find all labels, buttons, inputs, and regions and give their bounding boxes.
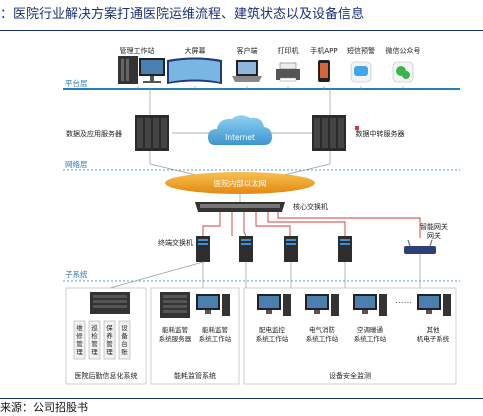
source-note: 来源：公司招股书 xyxy=(0,401,88,414)
smart-gateway-label: 智能网关 xyxy=(420,222,448,231)
smart-gateway-label: 网关 xyxy=(427,231,441,240)
energy-item-server: 系统服务器 xyxy=(159,334,192,343)
energy-item-workstation: 能耗监管 xyxy=(202,325,229,334)
safety-system-label: 设备安全监测 xyxy=(329,371,371,380)
hospital-lan-label: 医院内部以太网 xyxy=(214,178,267,188)
title-divider xyxy=(0,30,483,31)
logistics-item: 巡检管理 xyxy=(91,323,98,356)
safety-item: 系统工作站 xyxy=(354,334,387,343)
terminal-label: 管理工作站 xyxy=(120,46,155,55)
smart-gateway: 智能网关 网关 xyxy=(404,222,448,254)
platform-layer-band: 平台层 xyxy=(63,78,460,90)
subsystem-layer-label: 子系统 xyxy=(65,269,88,279)
terminal-sms-alert: 短信预警 xyxy=(347,46,375,83)
terminal-switch xyxy=(196,236,210,262)
data-relay-server-label: 数据中转服务器 xyxy=(356,129,405,138)
energy-item-workstation: 系统工作站 xyxy=(199,334,232,343)
internet-label: Internet xyxy=(225,133,255,142)
energy-workstation xyxy=(196,294,230,316)
data-app-server: 数据及应用服务器 xyxy=(66,115,169,151)
energy-server xyxy=(160,292,190,318)
terminal-switch-label: 终端交换机 xyxy=(158,238,193,247)
logistics-item: 维修管理 xyxy=(76,323,83,356)
terminal-connectors xyxy=(137,86,404,89)
safety-workstation xyxy=(353,294,387,316)
safety-item: 空调暖通 xyxy=(357,325,384,334)
terminal-label: 手机APP xyxy=(310,46,337,55)
terminal-large-screen: 大屏幕 xyxy=(167,46,222,84)
terminal-mobile-app: 手机APP xyxy=(310,46,338,82)
platform-connectors xyxy=(149,89,331,134)
terminal-label: 客户端 xyxy=(237,46,258,55)
terminal-label: 微信公众号 xyxy=(386,46,421,55)
network-diagram: 平台层 网络层 子系统 管理工作站 大屏幕 客户端 xyxy=(63,46,460,385)
terminal-switch xyxy=(284,236,298,262)
data-app-server-label: 数据及应用服务器 xyxy=(66,129,122,138)
terminal-wechat: 微信公众号 xyxy=(386,46,421,83)
logistics-server-rack xyxy=(90,292,130,314)
terminal-switch xyxy=(239,236,253,262)
data-relay-server: 数据中转服务器 xyxy=(312,115,405,151)
energy-item-server: 能耗监管 xyxy=(162,325,189,334)
safety-item: 系统工作站 xyxy=(306,334,339,343)
network-layer-band: 网络层 xyxy=(63,159,460,171)
logistics-item: 设备台账 xyxy=(121,323,128,356)
safety-item: 系统工作站 xyxy=(256,334,289,343)
terminal-switch xyxy=(338,236,352,262)
hospital-logistics-label: 医院后勤信息化系统 xyxy=(75,371,138,380)
energy-system-label: 能耗监管系统 xyxy=(174,371,216,380)
terminal-label: 打印机 xyxy=(278,46,299,55)
terminal-label: 短信预警 xyxy=(347,46,375,55)
terminal-client-laptop: 客户端 xyxy=(232,46,262,82)
core-switch-label: 核心交换机 xyxy=(293,202,328,211)
safety-workstation xyxy=(305,294,339,316)
safety-item: 其他 xyxy=(427,325,441,334)
safety-workstation xyxy=(417,294,451,316)
safety-item: 电气消防 xyxy=(309,325,336,334)
terminal-label: 大屏幕 xyxy=(185,46,206,55)
switch-subsystem-links xyxy=(109,254,421,289)
source-divider xyxy=(0,398,483,399)
safety-item: 机电子系统 xyxy=(417,334,450,343)
hospital-lan: 医院内部以太网 xyxy=(165,172,315,194)
internet-cloud: Internet xyxy=(208,115,272,145)
server-lan-links xyxy=(149,151,331,177)
terminal-workstation: 管理工作站 xyxy=(118,46,165,84)
platform-layer-label: 平台层 xyxy=(65,78,88,88)
subsystem-layer-band: 子系统 xyxy=(63,269,460,282)
safety-workstation xyxy=(257,294,291,316)
core-distribution-links xyxy=(202,212,421,238)
network-layer-label: 网络层 xyxy=(65,159,88,169)
core-switch: 核心交换机 xyxy=(195,202,328,212)
figure-title: ：医院行业解决方案打通医院运维流程、建筑状态以及设备信息 xyxy=(0,7,365,22)
logistics-item: 保养管理 xyxy=(106,323,113,356)
safety-item: 配电监控 xyxy=(259,325,286,334)
logistics-modules: 维修管理 巡检管理 保养管理 设备台账 xyxy=(73,320,131,360)
terminal-printer: 打印机 xyxy=(276,46,300,82)
ellipsis: ...... xyxy=(395,296,412,306)
